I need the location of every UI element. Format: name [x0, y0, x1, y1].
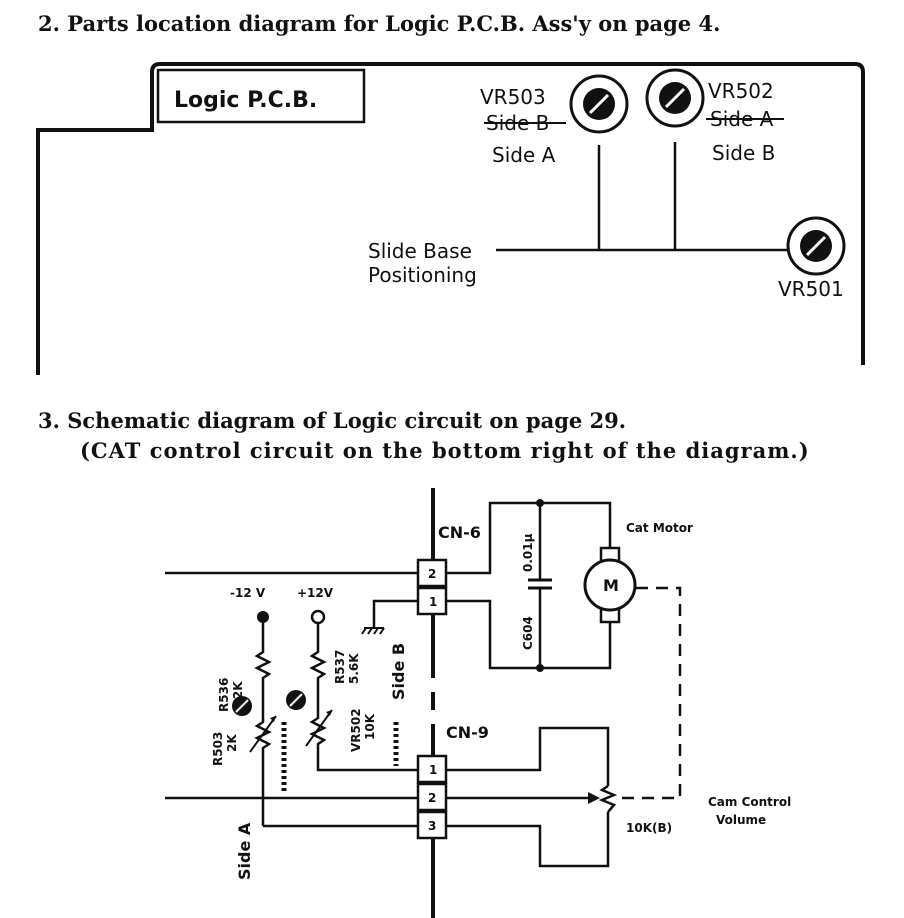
vr503-label: VR503: [480, 85, 546, 109]
side-b-label: Side B: [389, 643, 408, 700]
r537-label: R537: [333, 650, 347, 684]
vr502-side: Side B: [712, 141, 775, 165]
vr502-variable-resistor: [305, 709, 418, 772]
cat-motor: M: [583, 546, 637, 624]
pos-supply-terminal: [310, 609, 326, 625]
section-3-subheading: (CAT control circuit on the bottom right…: [80, 438, 810, 463]
section-2-heading: 2. Parts location diagram for Logic P.C.…: [38, 11, 720, 36]
vr502-location: VR502 Side A Side B: [645, 68, 784, 250]
cn9-label: CN-9: [446, 723, 489, 742]
slide-base-label-2: Positioning: [368, 263, 477, 287]
cn9-pin-2: 2: [428, 791, 436, 805]
vr502-label: VR502: [349, 708, 363, 752]
cat-motor-label: Cat Motor: [626, 521, 693, 535]
c604-value: 0.01μ: [521, 533, 535, 572]
motor-symbol: M: [603, 576, 619, 595]
r537-value: 5.6K: [347, 653, 361, 684]
vr501-label: VR501: [778, 277, 844, 301]
cn9-pin-1: 1: [429, 763, 437, 777]
r503-value: 2K: [225, 734, 239, 752]
cn6-connector: 2 1: [416, 558, 448, 616]
cam-volume-value: 10K(B): [626, 821, 672, 835]
logic-schematic: CN-6 2 1 CN-9 1 2 3: [165, 488, 791, 918]
cam-control-label-1: Cam Control: [708, 795, 791, 809]
side-a-label: Side A: [235, 822, 254, 880]
vr503-side: Side A: [492, 143, 556, 167]
vr503-location: VR503 Side B Side A: [480, 74, 629, 250]
vr502-value: 10K: [363, 713, 377, 740]
cam-control-volume: [598, 784, 618, 813]
cn6-pin-2: 2: [428, 567, 436, 581]
cam-control-label-2: Volume: [716, 813, 766, 827]
r536-label: R536: [217, 678, 231, 712]
r503-label: R503: [211, 732, 225, 766]
slide-base-positioning: Slide Base Positioning: [368, 239, 788, 287]
c604-label: C604: [521, 616, 535, 650]
r503-variable-resistor: [249, 715, 277, 826]
c604-capacitor: [528, 503, 552, 668]
section-3-heading: 3. Schematic diagram of Logic circuit on…: [38, 408, 626, 433]
mechanical-link: [616, 586, 682, 800]
neg-supply-label: -12 V: [230, 586, 266, 600]
cn6-label: CN-6: [438, 523, 481, 542]
neg-supply-terminal: [257, 611, 269, 623]
cn9-pin-3: 3: [428, 819, 436, 833]
pcb-board-label: Logic P.C.B.: [174, 88, 317, 113]
cn6-pin-1: 1: [429, 595, 437, 609]
vr501-location: VR501: [778, 216, 846, 301]
slide-base-label-1: Slide Base: [368, 239, 472, 263]
pos-supply-label: +12V: [297, 586, 334, 600]
motor-icon: [583, 558, 637, 612]
pcb-label-box: Logic P.C.B.: [156, 68, 366, 124]
ground-icon: [361, 627, 385, 635]
pcb-outline: [36, 62, 865, 375]
vr502-label: VR502: [708, 79, 774, 103]
cn9-connector: 1 2 3: [416, 754, 448, 840]
